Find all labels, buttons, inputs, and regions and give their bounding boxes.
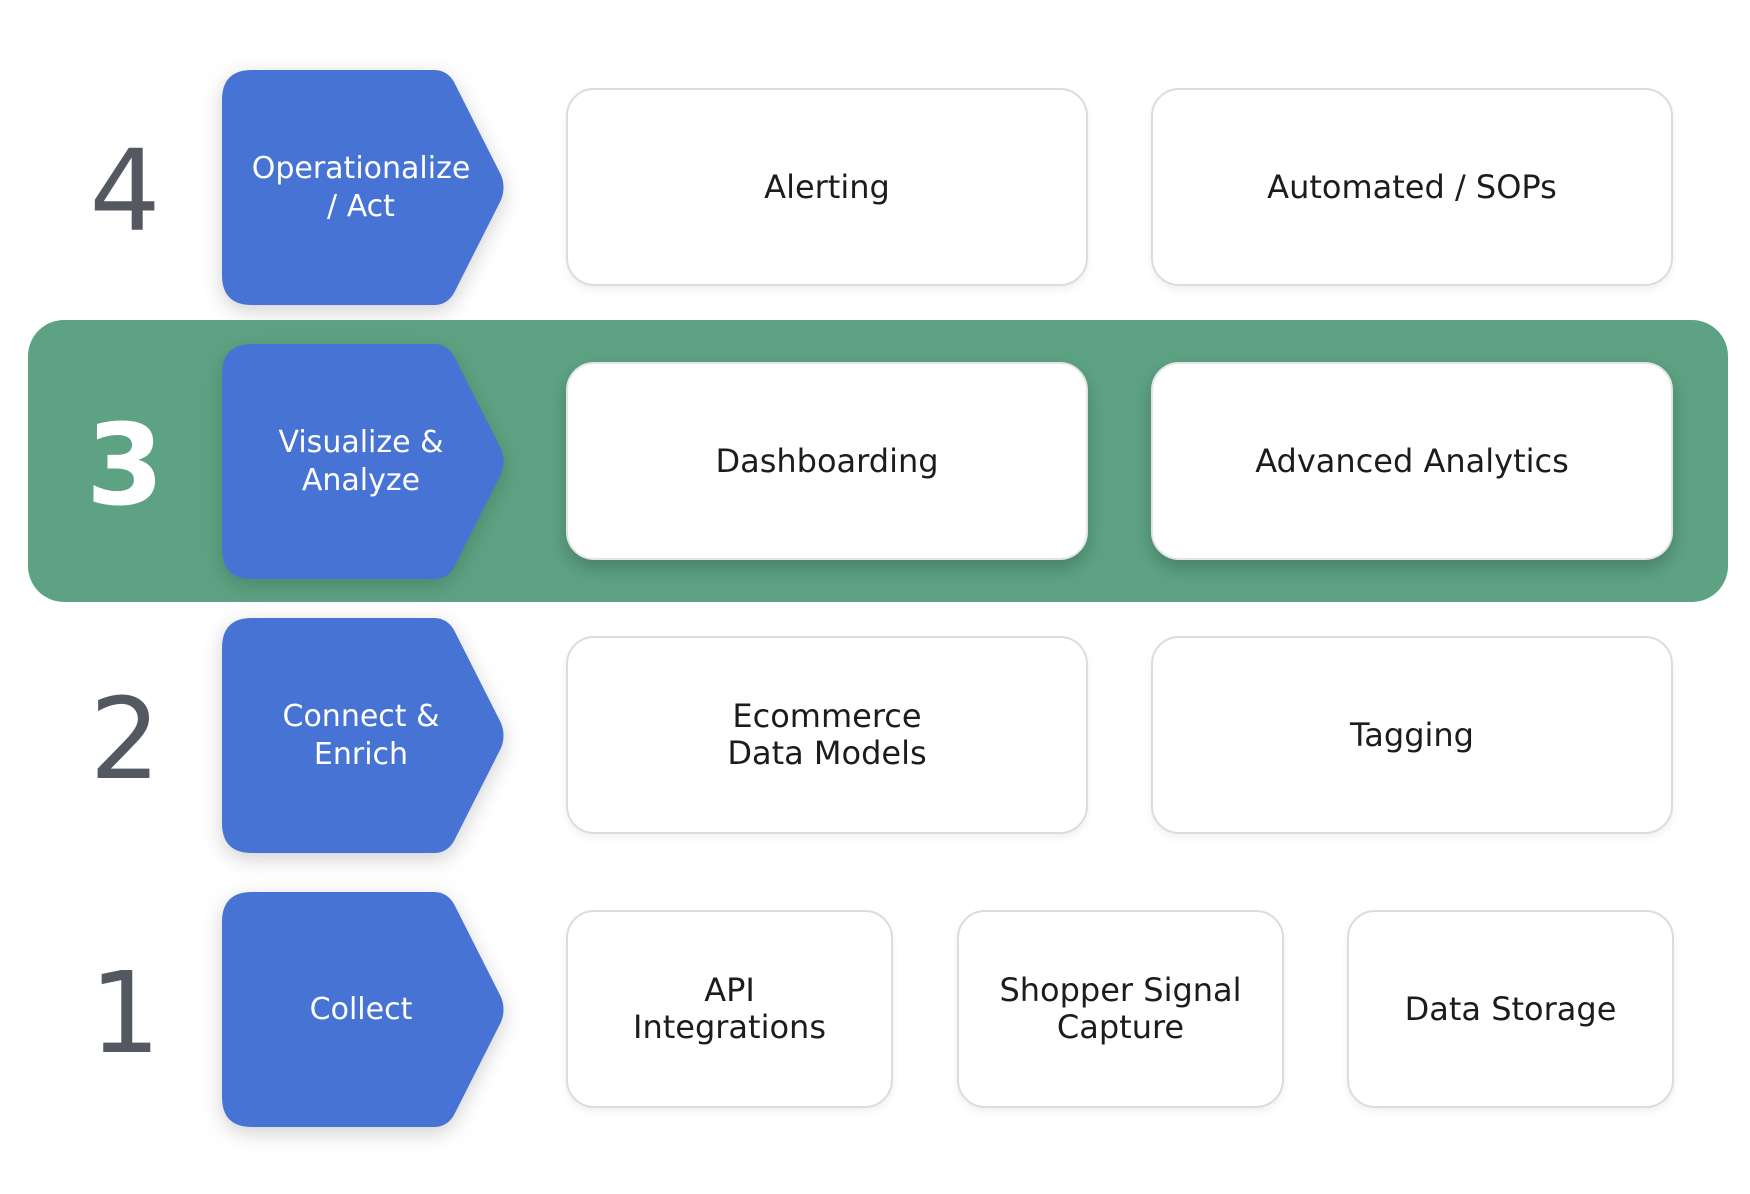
capability-card-tagging: Tagging — [1151, 636, 1673, 834]
card-label: Advanced Analytics — [1255, 441, 1569, 480]
card-label: API Integrations — [633, 971, 826, 1046]
card-label: Tagging — [1350, 715, 1474, 754]
capability-card-data-storage: Data Storage — [1347, 910, 1674, 1108]
stage-label: Operationalize / Act — [251, 150, 471, 224]
stage-chevron-operationalize: Operationalize / Act — [222, 70, 505, 305]
capability-card-dashboarding: Dashboarding — [566, 362, 1088, 560]
stage-chevron-collect: Collect — [222, 892, 505, 1127]
stage-chevron-connect: Connect & Enrich — [222, 618, 505, 853]
level-number: 4 — [89, 127, 161, 257]
stage-label: Collect — [309, 991, 413, 1027]
card-label: Shopper Signal Capture — [999, 971, 1242, 1046]
chevron-shape — [222, 892, 504, 1127]
capability-card-shopper-signal-capture: Shopper Signal Capture — [957, 910, 1284, 1108]
card-label: Automated / SOPs — [1267, 167, 1557, 206]
chevron-shape — [222, 344, 504, 579]
capability-card-advanced-analytics: Advanced Analytics — [1151, 362, 1673, 560]
level-number: 3 — [86, 401, 164, 531]
card-label: Alerting — [764, 167, 890, 206]
capability-card-alerting: Alerting — [566, 88, 1088, 286]
chevron-shape — [222, 70, 504, 305]
stage-label: Visualize & Analyze — [278, 424, 444, 498]
capability-card-automated-sops: Automated / SOPs — [1151, 88, 1673, 286]
capability-card-api-integrations: API Integrations — [566, 910, 893, 1108]
stage-chevron-visualize: Visualize & Analyze — [222, 344, 505, 579]
chevron-shape — [222, 618, 504, 853]
level-number: 2 — [89, 675, 161, 805]
level-number: 1 — [89, 949, 161, 1079]
card-label: Ecommerce Data Models — [727, 697, 927, 772]
capability-card-ecommerce-data-models: Ecommerce Data Models — [566, 636, 1088, 834]
stage-label: Connect & Enrich — [282, 698, 440, 772]
card-label: Dashboarding — [715, 441, 939, 480]
card-label: Data Storage — [1404, 989, 1617, 1028]
